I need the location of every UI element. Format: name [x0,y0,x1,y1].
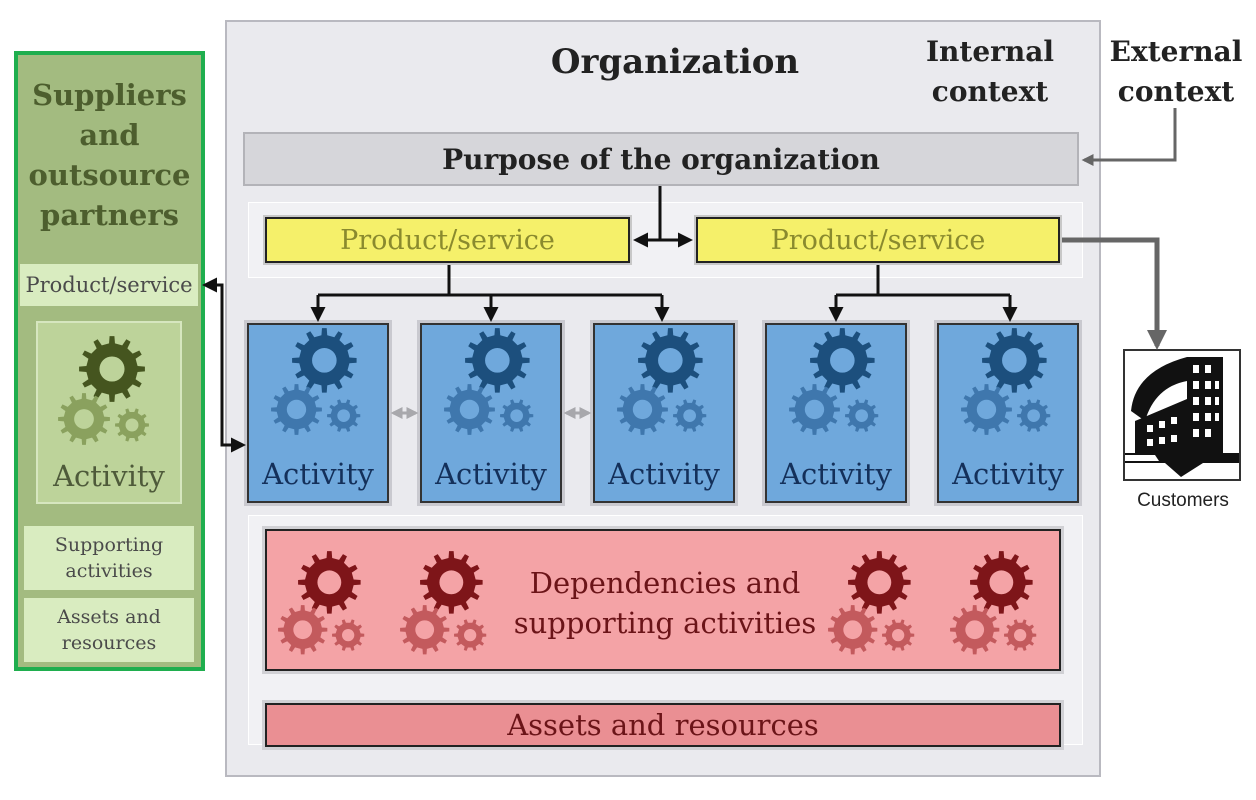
gear-icon [828,605,878,655]
gear-icon [332,619,365,652]
gear-icon [848,550,911,614]
external-context-label: External context [1109,35,1243,108]
supplier-assets-resources: Assets and resources [24,598,194,662]
activity-box-1: Activity [247,323,389,503]
gear-icon [420,550,483,614]
supplier-supporting-activities: Supporting activities [24,526,194,590]
gear-icon [58,393,110,445]
customers-icon-box [1123,349,1241,481]
purpose-box: Purpose of the organization [243,132,1079,186]
gear-icon [115,408,149,442]
supplier-activity-label: Activity [53,459,165,493]
gear-icon [844,398,879,432]
supplier-product-service: Product/service [20,264,198,306]
activity-label: Activity [608,457,720,491]
gear-icon [298,550,361,614]
activity-label: Activity [780,457,892,491]
activity-box-2: Activity [420,323,562,503]
suppliers-title: Suppliers and outsource partners [28,78,191,232]
gear-icon [291,328,357,393]
dependencies-box [265,529,1061,671]
gear-icon [970,550,1033,614]
gear-icon [499,398,534,432]
gear-icon [981,328,1047,393]
product-service-box-2: Product/service [696,217,1060,263]
dependencies-label: Dependencies and supporting activities [513,566,817,640]
organization-title: Organization [550,42,800,82]
gear-icon [809,328,875,393]
activity-box-4: Activity [765,323,907,503]
product-service-box-1: Product/service [265,217,630,263]
gear-icon [271,383,322,435]
gear-icon [882,619,915,652]
gear-icon [1016,398,1051,432]
gear-icon [444,383,495,435]
activity-box-5: Activity [937,323,1079,503]
gear-icon [400,605,450,655]
gear-icon [278,605,328,655]
gear-icon [637,328,703,393]
gear-icon [617,383,668,435]
gear-icon [464,328,530,393]
building-icon [1125,351,1239,479]
assets-resources-box: Assets and resources [265,703,1061,747]
gear-icon [950,605,1000,655]
activity-box-3: Activity [593,323,735,503]
customers-label: Customers [1137,490,1229,511]
gear-icon [454,619,487,652]
gear-icon [789,383,840,435]
activity-label: Activity [952,457,1064,491]
gear-icon [326,398,361,432]
gear-icon [1004,619,1037,652]
gear-icon [961,383,1012,435]
activity-label: Activity [435,457,547,491]
activity-label: Activity [262,457,374,491]
internal-context-label: Internal context [925,35,1055,108]
gear-icon [672,398,707,432]
gear-icon [79,336,145,402]
